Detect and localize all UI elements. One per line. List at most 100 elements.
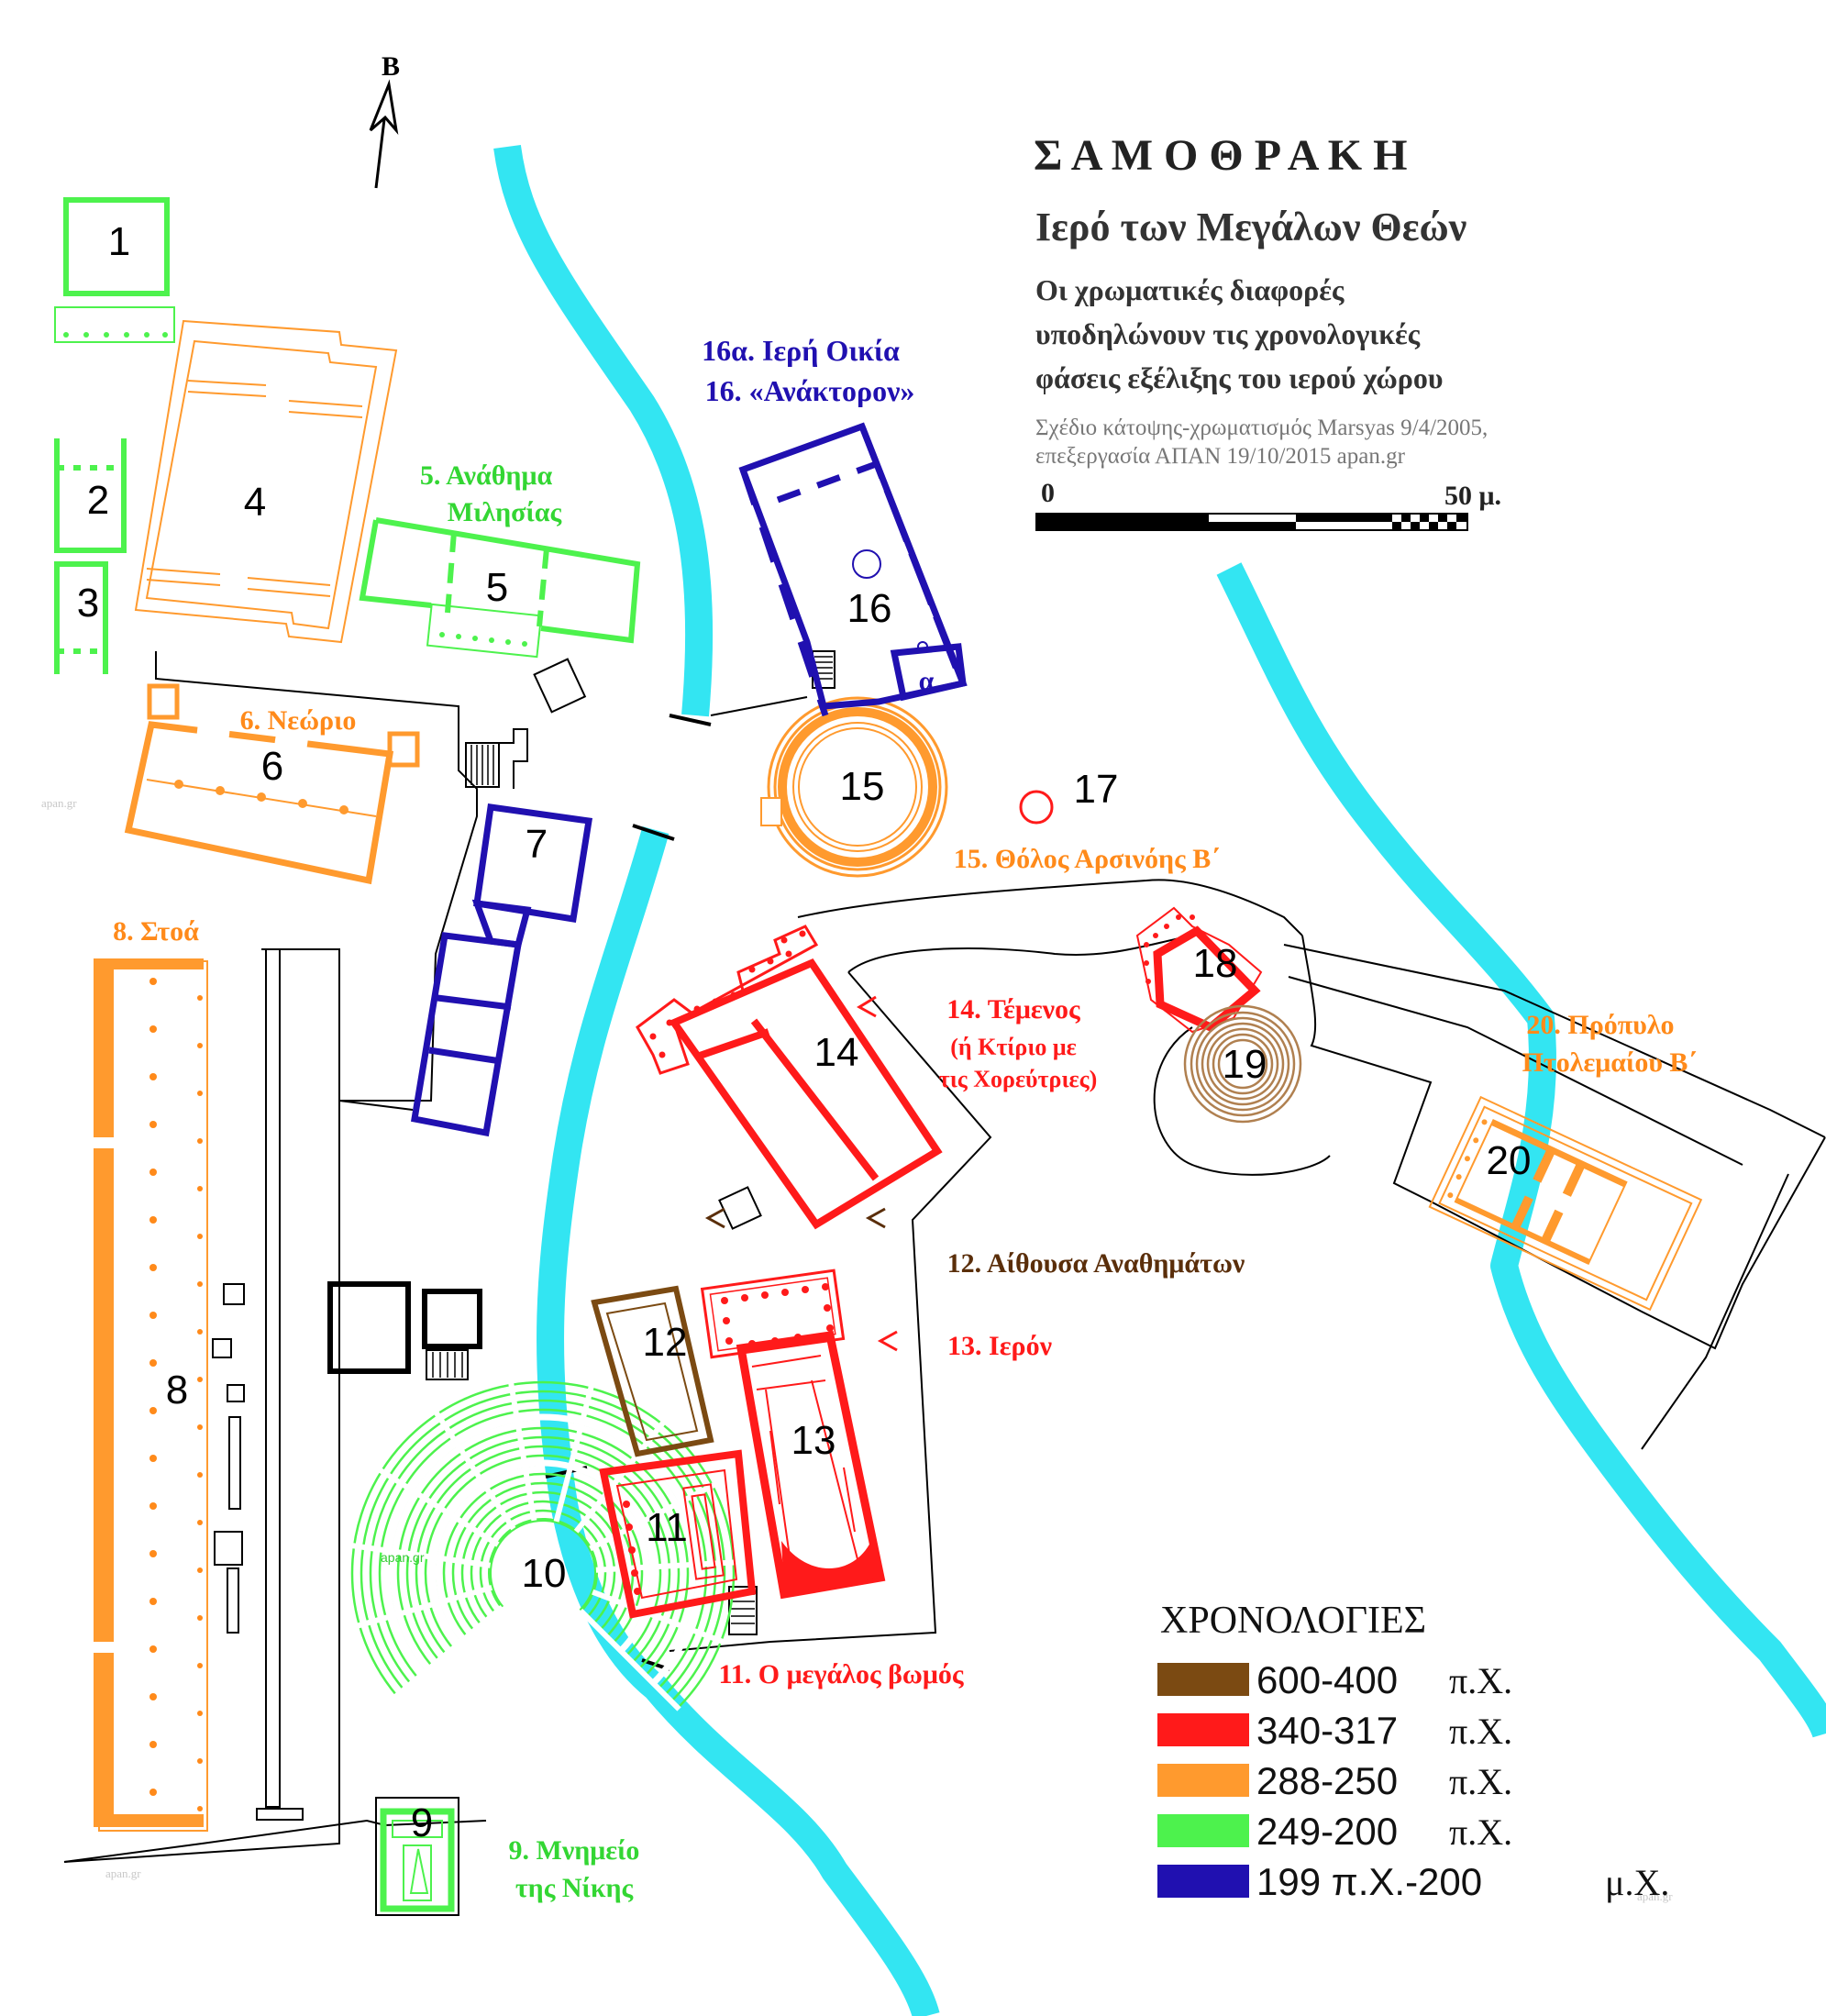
- propylon-outer: [1428, 1095, 1703, 1312]
- legend-range: 288-250: [1256, 1759, 1398, 1802]
- stoa-column: [149, 1455, 157, 1462]
- small-structure-2: [718, 1186, 762, 1230]
- scale-start: 0: [1041, 478, 1055, 508]
- building-8-stoa: [94, 958, 208, 1832]
- stoa-column: [149, 1550, 157, 1557]
- num-6: 6: [261, 744, 283, 789]
- building-13-cella: [736, 1330, 886, 1600]
- small-structure-7: [214, 1531, 243, 1566]
- outline-terrace-tholos: [1153, 1026, 1331, 1176]
- stair-south: [426, 1349, 469, 1380]
- watermark-1: apan.gr: [41, 796, 77, 810]
- theatre-aisle: [351, 1543, 492, 1568]
- stoa-column: [149, 1025, 157, 1033]
- legend-era: μ.Χ.: [1605, 1862, 1669, 1903]
- theatre-aisle: [393, 1604, 504, 1700]
- title-line2: Ιερό των Μεγάλων Θεών: [1035, 205, 1467, 249]
- num-11: 11: [646, 1505, 688, 1550]
- river-west-lower: [537, 825, 940, 2016]
- building-12-outer: [591, 1285, 714, 1457]
- stoa-column: [197, 1329, 203, 1335]
- label-13: 13. Ιερόν: [947, 1331, 1053, 1361]
- small-structure-4: [212, 1338, 232, 1358]
- legend-heading: ΧΡΟΝΟΛΟΓΙΕΣ: [1160, 1600, 1426, 1642]
- watermark-3: apan.gr: [1637, 1889, 1673, 1903]
- north-label: Β: [382, 51, 400, 82]
- stoa-column: [149, 1312, 157, 1319]
- building-1: [54, 197, 175, 343]
- legend-era: π.Χ.: [1449, 1811, 1512, 1853]
- label-14a: 14. Τέμενος: [946, 994, 1080, 1025]
- stoa-column: [149, 1121, 157, 1128]
- building-3-walls: [54, 561, 108, 674]
- building-16: [738, 422, 968, 717]
- building-1-cella: [63, 197, 170, 296]
- outline-wall-16: [710, 696, 808, 716]
- num-9: 9: [411, 1800, 433, 1845]
- label-20b: Πτολεμαίου Β΄: [1522, 1047, 1698, 1078]
- building-9-body: [380, 1808, 455, 1912]
- label-14c: τις Χορεύτριες): [939, 1066, 1098, 1092]
- stoa-column: [149, 1359, 157, 1367]
- stoa-column: [149, 1407, 157, 1414]
- theatre-seat-row: [479, 1509, 607, 1618]
- legend-range: 199 π.Χ.-200: [1256, 1860, 1482, 1903]
- building-7-main: [473, 803, 593, 924]
- theatre-seat-row: [350, 1380, 736, 1709]
- stoa-column: [149, 1073, 157, 1080]
- building-6-annex-east: [387, 731, 420, 768]
- building-5-porch: [426, 603, 543, 659]
- label-12: 12. Αίθουσα Αναθημάτων: [947, 1248, 1245, 1279]
- label-6: 6. Νεώριο: [240, 705, 357, 736]
- theatre-seat-row: [470, 1500, 616, 1625]
- building-5-walls: [359, 517, 641, 644]
- scale-bar: 0 50 μ.: [1035, 478, 1501, 531]
- theatre-aisle: [592, 1589, 725, 1645]
- credit-line1: Σχέδιο κάτοψης-χρωματισμός Marsyas 9/4/2…: [1035, 415, 1488, 440]
- label-15: 15. Θόλος Αρσινόης Β΄: [954, 844, 1221, 874]
- stoa-front: [94, 958, 204, 969]
- outline-west-terrace: [63, 651, 478, 1863]
- stoa-column: [197, 1520, 203, 1525]
- pointer-12a: [704, 1207, 725, 1229]
- stoa-columns: [149, 978, 203, 1811]
- desc-line1: Οι χρωματικές διαφορές: [1035, 273, 1345, 306]
- num-13: 13: [791, 1418, 836, 1463]
- label-14b: (ή Κτίριο με: [950, 1034, 1077, 1060]
- building-7: [410, 803, 593, 1137]
- building-11-inner: [615, 1468, 738, 1600]
- stoa-column: [149, 1741, 157, 1748]
- stair-7: [465, 742, 500, 788]
- building-6: [124, 683, 420, 885]
- black-room-west: [327, 1281, 411, 1374]
- outline-road-east-upper: [1283, 944, 1826, 1138]
- label-8: 8. Στοά: [113, 916, 199, 947]
- stoa-column: [149, 1645, 157, 1653]
- legend-range: 600-400: [1256, 1658, 1398, 1701]
- building-6-walls: [124, 721, 394, 885]
- stoa-end: [94, 1814, 204, 1827]
- num-5: 5: [486, 565, 508, 610]
- stoa-column: [149, 1598, 157, 1605]
- num-17: 17: [1074, 767, 1119, 812]
- theatre-aisle: [357, 1585, 493, 1629]
- pointer-12b: [865, 1207, 886, 1229]
- bank-mark-1: [669, 714, 712, 726]
- stoa-column: [197, 1377, 203, 1382]
- theatre-aisle: [508, 1382, 537, 1522]
- stoa-column: [197, 1711, 203, 1716]
- theatre-aisle: [578, 1608, 681, 1711]
- stoa-column: [149, 1789, 157, 1796]
- num-4: 4: [244, 480, 266, 525]
- theatre-seat-row: [451, 1481, 635, 1638]
- outline-east-area: [1301, 935, 1826, 1350]
- building-14: [636, 925, 943, 1230]
- num-14: 14: [814, 1030, 859, 1075]
- building-13-porch: [700, 1268, 846, 1359]
- legend-era: π.Χ.: [1449, 1660, 1512, 1701]
- stoa-column: [197, 1424, 203, 1430]
- building-16a: [890, 643, 967, 702]
- theatre-seat-row: [405, 1435, 681, 1670]
- num-18: 18: [1193, 941, 1238, 986]
